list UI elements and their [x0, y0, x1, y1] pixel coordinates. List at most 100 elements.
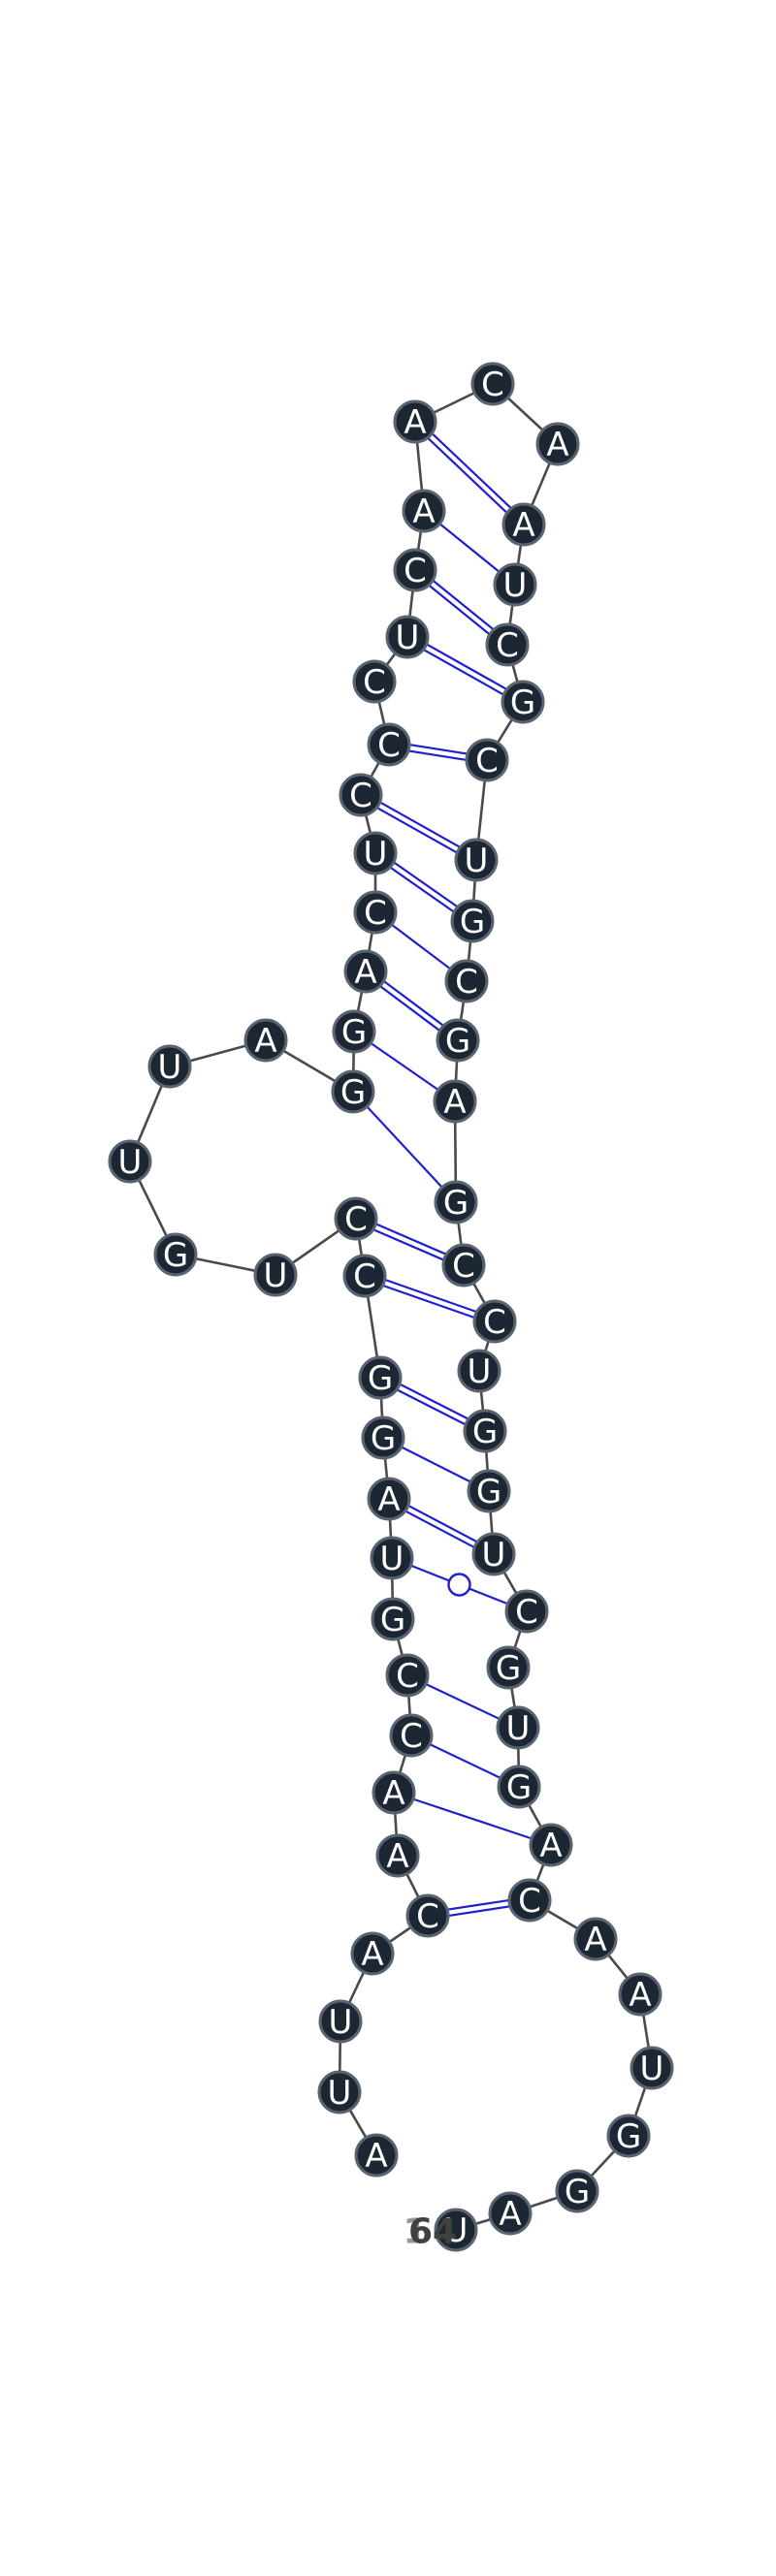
nucleotide: G: [555, 2169, 599, 2213]
nucleotide: U: [108, 1139, 152, 1184]
nucleotide: G: [463, 1409, 507, 1453]
nucleotide-letter: G: [341, 1013, 367, 1052]
end-position-label: 64: [408, 2212, 457, 2252]
nucleotide-letter: U: [640, 2050, 664, 2088]
nucleotide-circle: [496, 1705, 540, 1750]
nucleotide: C: [342, 1254, 387, 1298]
nucleotide: A: [618, 1972, 663, 2017]
nucleotide-circle: [630, 2046, 674, 2090]
nucleotide: U: [318, 1999, 363, 2044]
nucleotide-letter: C: [404, 552, 427, 590]
nucleotide-letter: C: [396, 1657, 419, 1696]
nucleotide-letter: C: [475, 742, 499, 780]
nucleotide-letter: G: [443, 1184, 469, 1223]
nucleotide-circle: [606, 2114, 651, 2158]
nucleotide: G: [153, 1232, 198, 1277]
nucleotide-circle: [433, 1079, 477, 1124]
nucleotide-circle: [389, 1713, 434, 1758]
nucleotide-letter: C: [483, 1303, 506, 1342]
nucleotide-letter: U: [264, 1256, 288, 1295]
nucleotide: A: [393, 399, 437, 444]
nucleotide-letter: C: [455, 963, 478, 1002]
nucleotide-letter: A: [546, 426, 568, 464]
nucleotide: C: [441, 1243, 486, 1288]
nucleotide: U: [630, 2046, 674, 2090]
nucleotide-circle: [465, 738, 509, 782]
base-pair-line: [416, 418, 527, 524]
base-pair-line: [358, 796, 475, 864]
nucleotide-circle: [352, 659, 397, 704]
nucleotide-circle: [358, 1355, 403, 1400]
nucleotide: A: [354, 2133, 399, 2178]
base-pair-line: [363, 1277, 495, 1326]
nucleotide: A: [535, 422, 580, 466]
nucleotide-letter: A: [629, 1976, 651, 2015]
nucleotide: G: [332, 1009, 376, 1054]
nucleotide-letter: A: [584, 1921, 606, 1959]
nucleotide: C: [389, 1713, 434, 1758]
nucleotide: U: [317, 2070, 362, 2115]
nucleotide-letter: U: [468, 1352, 492, 1391]
nucleotide: U: [370, 1536, 414, 1580]
nucleotide-circle: [618, 1972, 663, 2017]
nucleotide: G: [486, 1645, 531, 1690]
nucleotide: A: [433, 1079, 477, 1124]
nucleotide: U: [471, 1532, 516, 1576]
nucleotide: G: [467, 1469, 511, 1513]
nucleotide-letter: G: [163, 1236, 188, 1275]
nucleotide-circle: [485, 622, 530, 667]
nucleotide-circle: [535, 422, 580, 466]
nucleotide-letter: C: [518, 1882, 541, 1921]
nucleotide-letter: U: [158, 1048, 182, 1087]
nucleotide-circle: [353, 890, 398, 935]
nucleotide-circle: [434, 1180, 478, 1224]
nucleotide-letter: A: [412, 493, 435, 531]
nucleotide-letter: A: [404, 403, 426, 442]
nucleotide: G: [358, 1355, 403, 1400]
nucleotide-letter: A: [386, 1837, 408, 1876]
nucleotide: U: [434, 2208, 478, 2252]
nucleotide-circle: [441, 1243, 486, 1288]
nucleotide-letter: G: [616, 2117, 641, 2156]
nucleotide: C: [339, 773, 383, 817]
nucleotide-circle: [507, 1878, 552, 1923]
nucleotide-circle: [108, 1139, 152, 1184]
nucleotide-circle: [444, 959, 489, 1003]
nucleotide-circle: [472, 1299, 517, 1344]
nucleotide-letter: G: [476, 1473, 501, 1511]
nucleotide-letter: G: [445, 1022, 470, 1061]
nucleotide-circle: [471, 1532, 516, 1576]
nucleotide: G: [497, 1765, 541, 1809]
base-pair-line: [362, 791, 479, 859]
nucleotide: G: [371, 1597, 415, 1641]
nucleotide: G: [501, 680, 545, 724]
nucleotide-letter: C: [377, 726, 401, 765]
nucleotide-circle: [434, 2208, 478, 2252]
nucleotide: A: [375, 1833, 420, 1878]
nucleotide: C: [367, 722, 411, 767]
nucleotide: A: [350, 1931, 395, 1976]
nucleotide-circle: [463, 1409, 507, 1453]
nucleotide-letter: C: [349, 777, 372, 815]
nucleotide-letter: U: [328, 2074, 352, 2113]
nucleotide: U: [385, 615, 430, 659]
nucleotide: U: [496, 1705, 540, 1750]
nucleotide-circle: [493, 562, 537, 607]
nucleotide-letter: U: [396, 619, 420, 657]
nucleotide-circle: [318, 1999, 363, 2044]
nucleotide-circle: [339, 773, 383, 817]
nucleotide-circle: [504, 1589, 549, 1634]
nucleotide-letter: G: [472, 1413, 498, 1451]
nucleotide: G: [450, 899, 495, 943]
nucleotide-circle: [385, 615, 430, 659]
nucleotide-letter: U: [364, 835, 388, 874]
nucleotide-circle: [501, 502, 546, 547]
nucleotide: U: [147, 1044, 192, 1089]
nucleotide-letter: A: [361, 1935, 383, 1974]
nucleotide-letter: U: [506, 1709, 531, 1748]
nucleotide-circle: [573, 1917, 618, 1961]
nucleotide-circle: [402, 489, 446, 533]
nucleotide: U: [493, 562, 537, 607]
nucleotide-letter: C: [416, 1897, 439, 1936]
